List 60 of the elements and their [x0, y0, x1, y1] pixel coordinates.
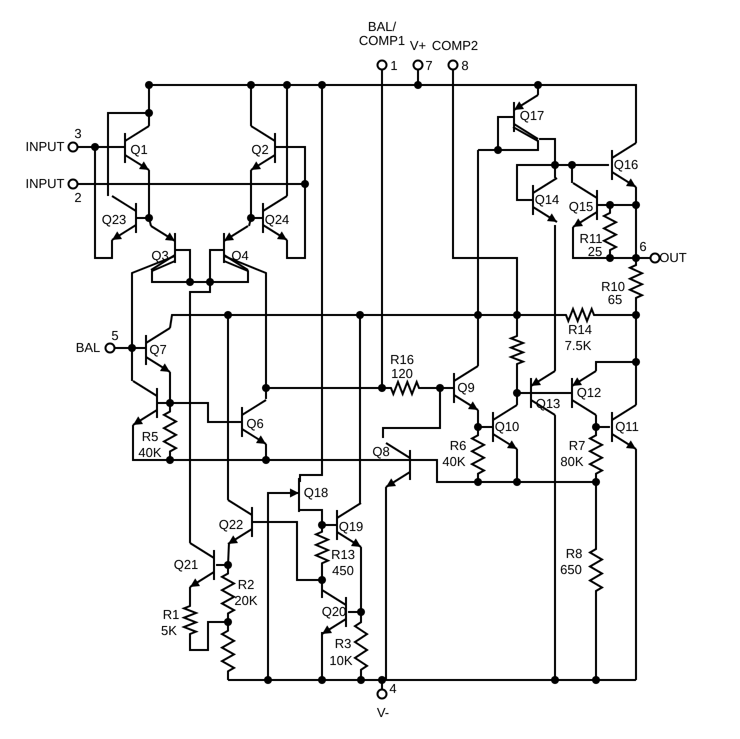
component-label: Q7	[149, 343, 167, 357]
resistor-value: 7.5K	[564, 339, 592, 353]
resistor-value: 25	[588, 245, 602, 259]
pin-number: 4	[389, 682, 397, 696]
component-label: Q19	[338, 520, 364, 534]
resistor-value: 40K	[442, 455, 466, 469]
component-label: Q16	[614, 158, 638, 172]
component-label: R2	[238, 578, 254, 592]
component-label: Q14	[534, 193, 560, 207]
component-label: Q23	[102, 213, 126, 227]
component-label: R11	[580, 232, 602, 246]
component-label: R3	[334, 637, 352, 651]
component-label: R5	[142, 430, 158, 444]
component-label: Q22	[218, 518, 244, 532]
component-label: Q10	[494, 420, 520, 434]
component-label: R1	[162, 608, 180, 622]
component-label: Q9	[457, 381, 475, 395]
component-label: R10	[601, 280, 625, 294]
component-label: Q6	[246, 417, 264, 431]
component-label: Q8	[372, 445, 390, 459]
component-label: R13	[331, 548, 355, 562]
pin-label: V+	[410, 39, 426, 53]
resistor-value: 80K	[560, 455, 584, 469]
pin-label: COMP2	[432, 39, 478, 53]
pin-number: 3	[74, 127, 82, 141]
component-label: R6	[450, 439, 466, 453]
component-label: Q20	[322, 605, 346, 619]
resistor-value: 5K	[161, 624, 177, 638]
component-label: Q15	[568, 200, 594, 214]
component-label: Q2	[251, 143, 269, 157]
component-label: Q17	[520, 109, 544, 123]
pin-label: BAL/ COMP1	[358, 20, 406, 48]
resistor-value: 650	[560, 563, 582, 577]
resistor-value: 10K	[329, 654, 353, 668]
component-label: R16	[390, 353, 414, 367]
pin-label: OUT	[659, 251, 687, 265]
resistor-value: 40K	[138, 446, 162, 460]
pin-number: 7	[425, 59, 433, 73]
pin-number: 6	[639, 240, 647, 254]
pin-number: 8	[461, 59, 469, 73]
component-label: Q18	[304, 486, 328, 500]
resistor-value: 120	[391, 367, 413, 381]
component-label: R14	[568, 323, 592, 337]
component-label: R8	[566, 547, 582, 561]
pin-label: INPUT	[26, 140, 64, 154]
component-label: Q24	[264, 213, 290, 227]
component-label: Q11	[615, 420, 639, 434]
resistor-value: 450	[332, 564, 354, 578]
component-label: Q1	[130, 143, 148, 157]
pin-label: V-	[376, 706, 390, 720]
component-label: Q21	[174, 558, 198, 572]
resistor-value: 65	[608, 293, 622, 307]
pin-number: 1	[390, 59, 398, 73]
pin-label: INPUT	[26, 177, 64, 191]
resistor-value: 20K	[234, 594, 258, 608]
component-label: Q12	[576, 386, 602, 400]
pin-number: 5	[111, 329, 119, 343]
pin-label: BAL	[76, 341, 100, 355]
pin-number: 2	[74, 191, 82, 205]
component-label: R7	[568, 439, 586, 453]
